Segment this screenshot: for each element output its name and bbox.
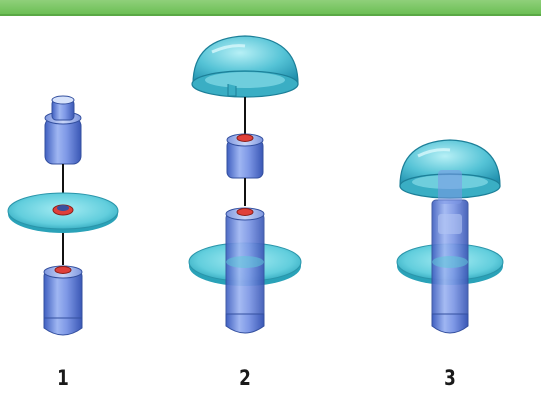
vial-middle-2 — [226, 133, 264, 179]
assembly-step-3 — [396, 139, 504, 334]
tube-3 — [431, 199, 469, 334]
assembly-step-2 — [188, 35, 302, 334]
tube-2 — [225, 207, 265, 334]
cap-3 — [399, 139, 501, 204]
step-label-1: 1 — [57, 366, 69, 390]
header-bar — [0, 0, 541, 14]
step-label-3: 3 — [444, 366, 456, 390]
step-label-2: 2 — [239, 366, 251, 390]
assembly-step-1 — [7, 95, 119, 336]
header-divider — [0, 14, 541, 16]
tube-bottom-1 — [43, 265, 83, 336]
vial-top-1 — [44, 95, 82, 165]
disc-1 — [7, 192, 119, 233]
cap-2 — [191, 35, 299, 98]
